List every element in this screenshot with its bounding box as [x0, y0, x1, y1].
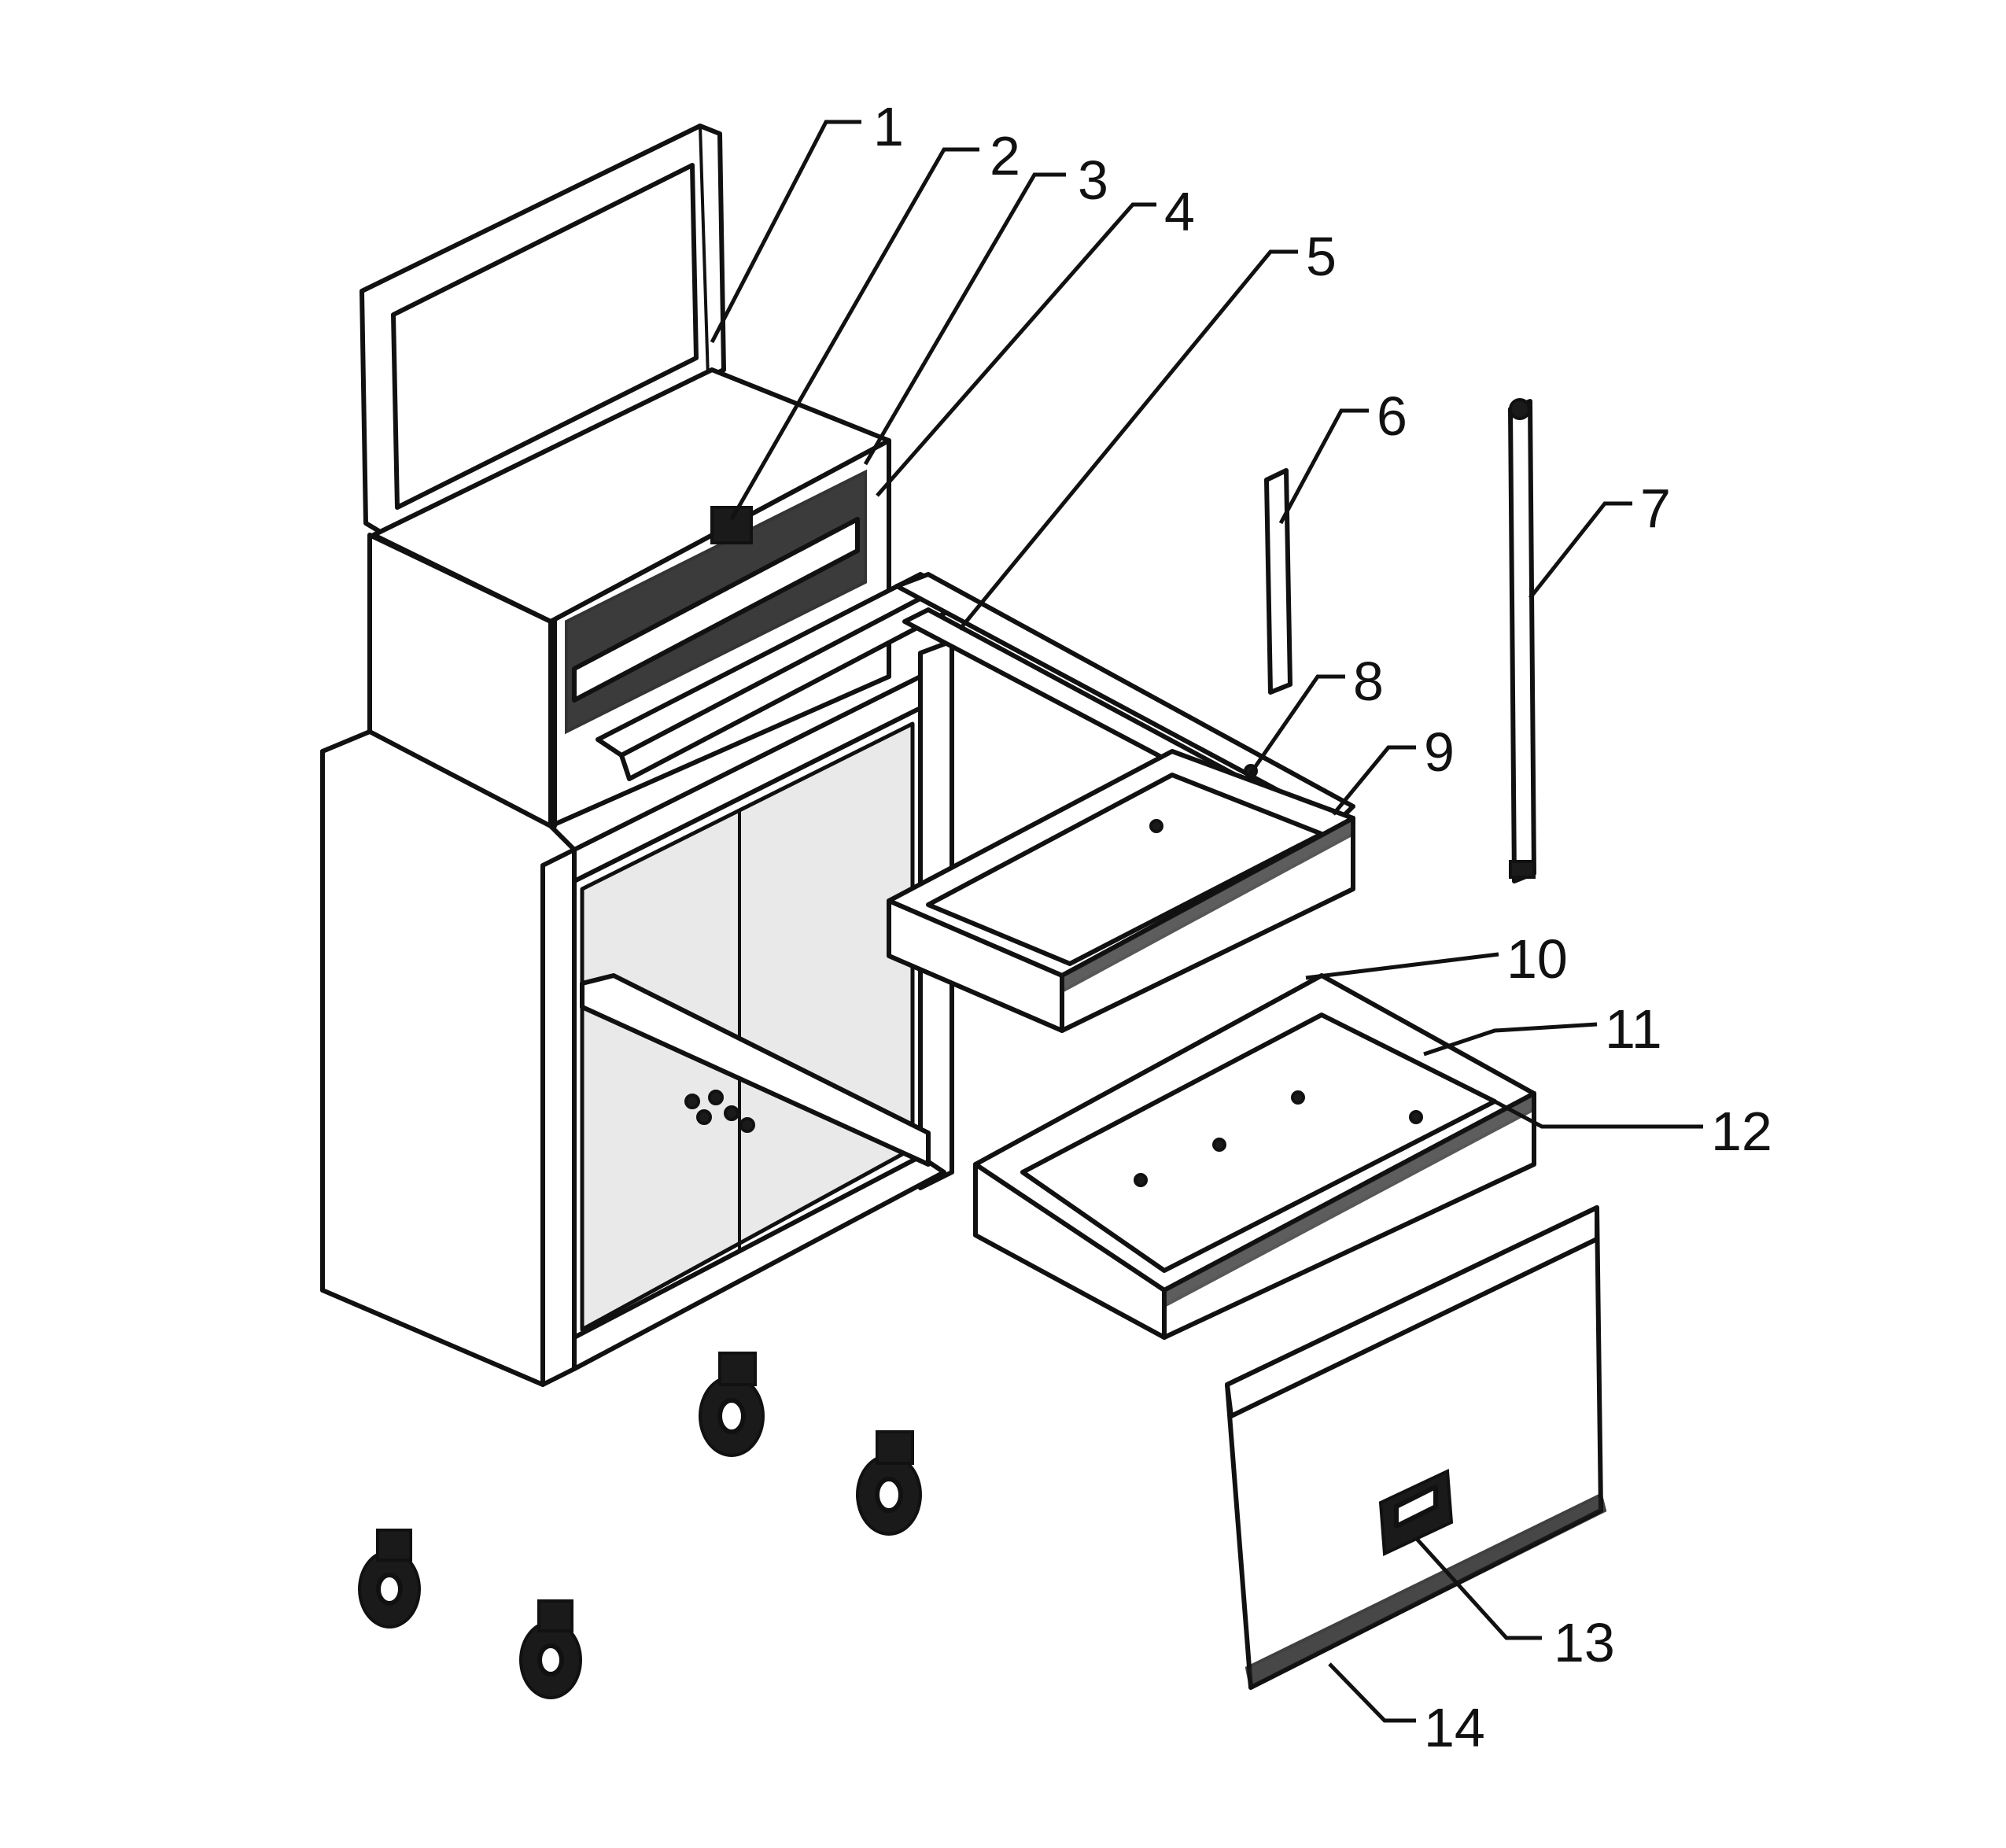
- callout-1: 1: [873, 96, 904, 157]
- callout-labels: 1 2 3 4 5 6 7 8 9 10 11 12 13: [710, 96, 1772, 1758]
- drawer-front-panel: [1225, 1205, 1607, 1690]
- callout-11: 11: [1605, 998, 1662, 1060]
- callout-14: 14: [1424, 1697, 1485, 1758]
- callout-3: 3: [1078, 149, 1108, 211]
- callout-7: 7: [1640, 478, 1671, 539]
- cabinet-body: [320, 572, 954, 1387]
- lid: [360, 124, 726, 537]
- callout-8: 8: [1353, 651, 1384, 712]
- handle: [1378, 1468, 1454, 1557]
- callout-6: 6: [1377, 385, 1407, 447]
- drawer-slide: [1264, 398, 1536, 883]
- caster-wheels: [358, 1352, 922, 1699]
- caster-wheel: [699, 1352, 765, 1457]
- lower-drawer: [973, 973, 1536, 1340]
- callout-10: 10: [1506, 928, 1568, 990]
- callout-13: 13: [1554, 1612, 1615, 1673]
- caster-wheel: [856, 1430, 922, 1536]
- callout-2: 2: [990, 125, 1020, 186]
- callout-4: 4: [1164, 181, 1195, 242]
- caster-wheel: [358, 1529, 421, 1629]
- callout-12: 12: [1711, 1101, 1772, 1162]
- callout-9: 9: [1424, 721, 1455, 783]
- caster-wheel: [519, 1599, 582, 1699]
- upper-drawer: [887, 749, 1355, 1033]
- callout-5: 5: [1306, 226, 1337, 287]
